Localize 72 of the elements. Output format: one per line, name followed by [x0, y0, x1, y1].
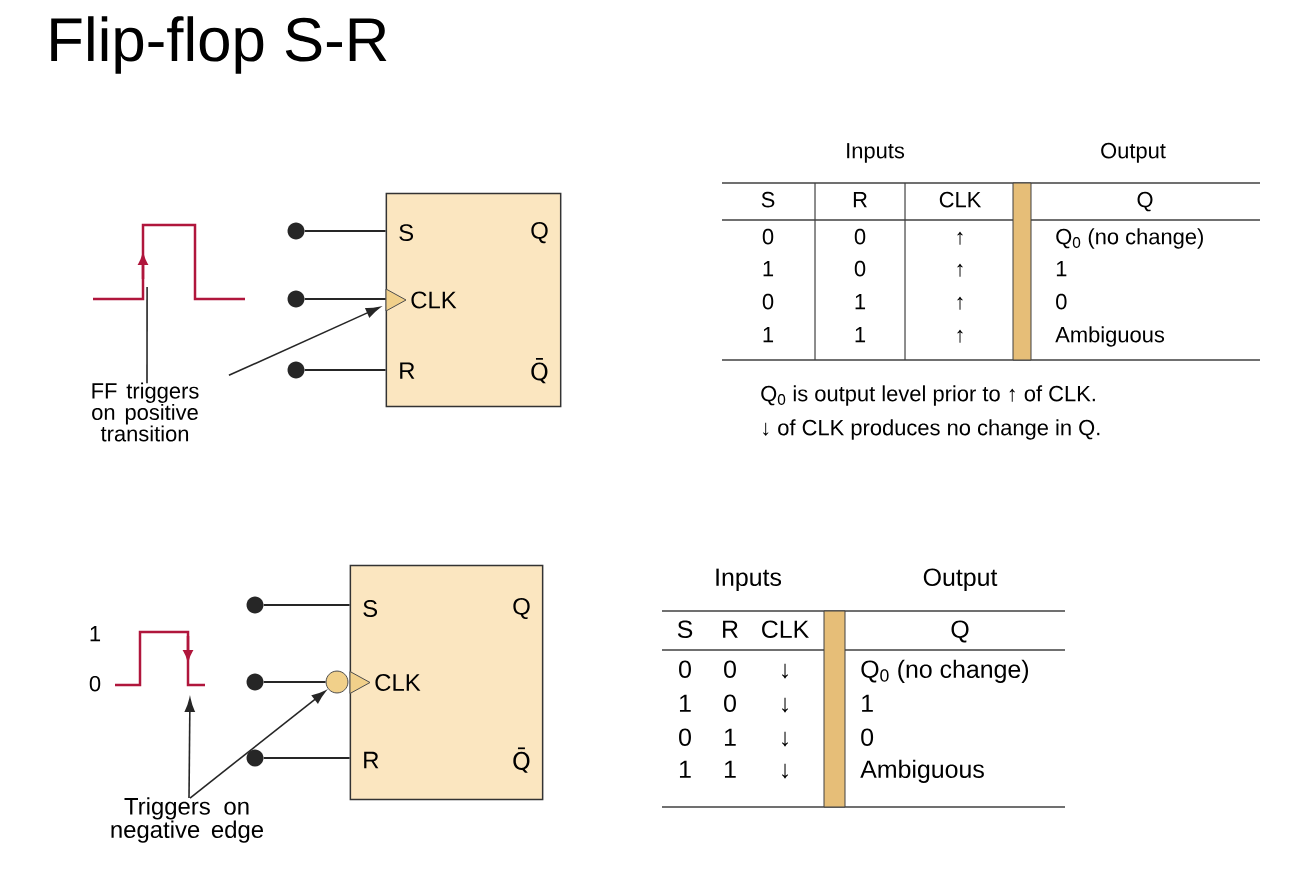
table-cell: Q	[1137, 191, 1153, 212]
input-terminal	[287, 290, 305, 308]
note: Q$_{0}$ is output level prior to ↑ of CLK.	[761, 385, 1095, 406]
table-cell: ↓	[782, 763, 788, 779]
flip-flop-box: S Q CLK R Q̄	[349, 564, 544, 801]
table-cell: 0	[679, 660, 691, 679]
connector-line	[263, 680, 326, 684]
input-terminal	[287, 361, 305, 379]
table-cell: 0	[724, 660, 736, 679]
connector-line	[304, 297, 386, 301]
connector-line	[304, 368, 386, 372]
annotation: Triggers on negative edge	[111, 797, 263, 843]
table-cell: 0	[762, 228, 774, 245]
table-cell: ↓	[782, 697, 788, 713]
table-cell: ↓	[782, 731, 788, 747]
title: Flip-flop S-R	[51, 16, 387, 74]
table-cell: ↑	[957, 329, 963, 343]
leader-line	[189, 690, 326, 799]
table-cell: 1	[680, 760, 691, 778]
connector-line	[263, 756, 350, 760]
table-cell: ↑	[957, 296, 963, 310]
table-cell: 0	[724, 694, 736, 713]
table-cell: 1	[763, 261, 774, 277]
table-cell: Ambiguous	[1055, 326, 1165, 347]
inversion-bubble	[325, 670, 349, 694]
table-cell: ↑	[957, 263, 963, 277]
table-cell: 0	[762, 293, 774, 310]
input-terminal	[246, 596, 264, 614]
table-cell: 0	[854, 228, 866, 245]
flip-flop-box: S Q CLK R Q̄	[385, 192, 562, 408]
connector-line	[263, 603, 350, 607]
level-label: 1	[90, 626, 101, 642]
table-cell: Ambiguous	[860, 759, 984, 783]
leader-line	[184, 698, 195, 799]
input-terminal	[246, 749, 264, 767]
table-cell: Q	[951, 620, 969, 643]
table-cell: R	[723, 620, 738, 638]
table-cell: ↑	[957, 231, 963, 245]
table-cell: 1	[862, 694, 873, 712]
table-cell: Q$_{0}$ (no change)	[1056, 228, 1203, 249]
table-cell: S	[677, 620, 693, 639]
input-terminal	[287, 222, 305, 240]
clock-waveform-drawing	[93, 223, 245, 301]
table-cell: 0	[861, 728, 874, 747]
table-cell: Q$_{0}$ (no change)	[861, 659, 1029, 683]
table-cell: 0	[854, 260, 866, 277]
connector-line	[304, 229, 386, 233]
table-cell: R	[853, 192, 867, 208]
table-cell: 1	[1056, 261, 1067, 277]
table-cell: 1	[725, 760, 736, 778]
leader-line	[228, 306, 380, 377]
column-heading: Output	[1101, 142, 1166, 163]
note: ↓ of CLK produces no change in Q.	[763, 419, 1100, 440]
table-cell: 1	[725, 728, 736, 746]
table-cell: 1	[855, 294, 866, 310]
table-cell: CLK	[939, 191, 982, 208]
clock-waveform-drawing	[115, 630, 205, 687]
level-label: 0	[89, 675, 101, 692]
column-heading: Output	[923, 568, 998, 591]
input-terminal	[246, 673, 264, 691]
annotation: FF triggers on positive transition	[92, 382, 199, 442]
table-cell: ↓	[782, 663, 788, 679]
table-cell: 1	[855, 327, 866, 343]
column-heading: Inputs	[716, 568, 782, 591]
table-cell: CLK	[762, 620, 809, 639]
leader-line	[146, 286, 148, 385]
column-heading: Inputs	[847, 143, 905, 163]
table-cell: 1	[680, 694, 691, 712]
table-cell: 0	[679, 728, 691, 747]
table-cell: 0	[1056, 293, 1067, 310]
table-cell: 1	[763, 327, 774, 343]
table-cell: S	[761, 191, 775, 208]
